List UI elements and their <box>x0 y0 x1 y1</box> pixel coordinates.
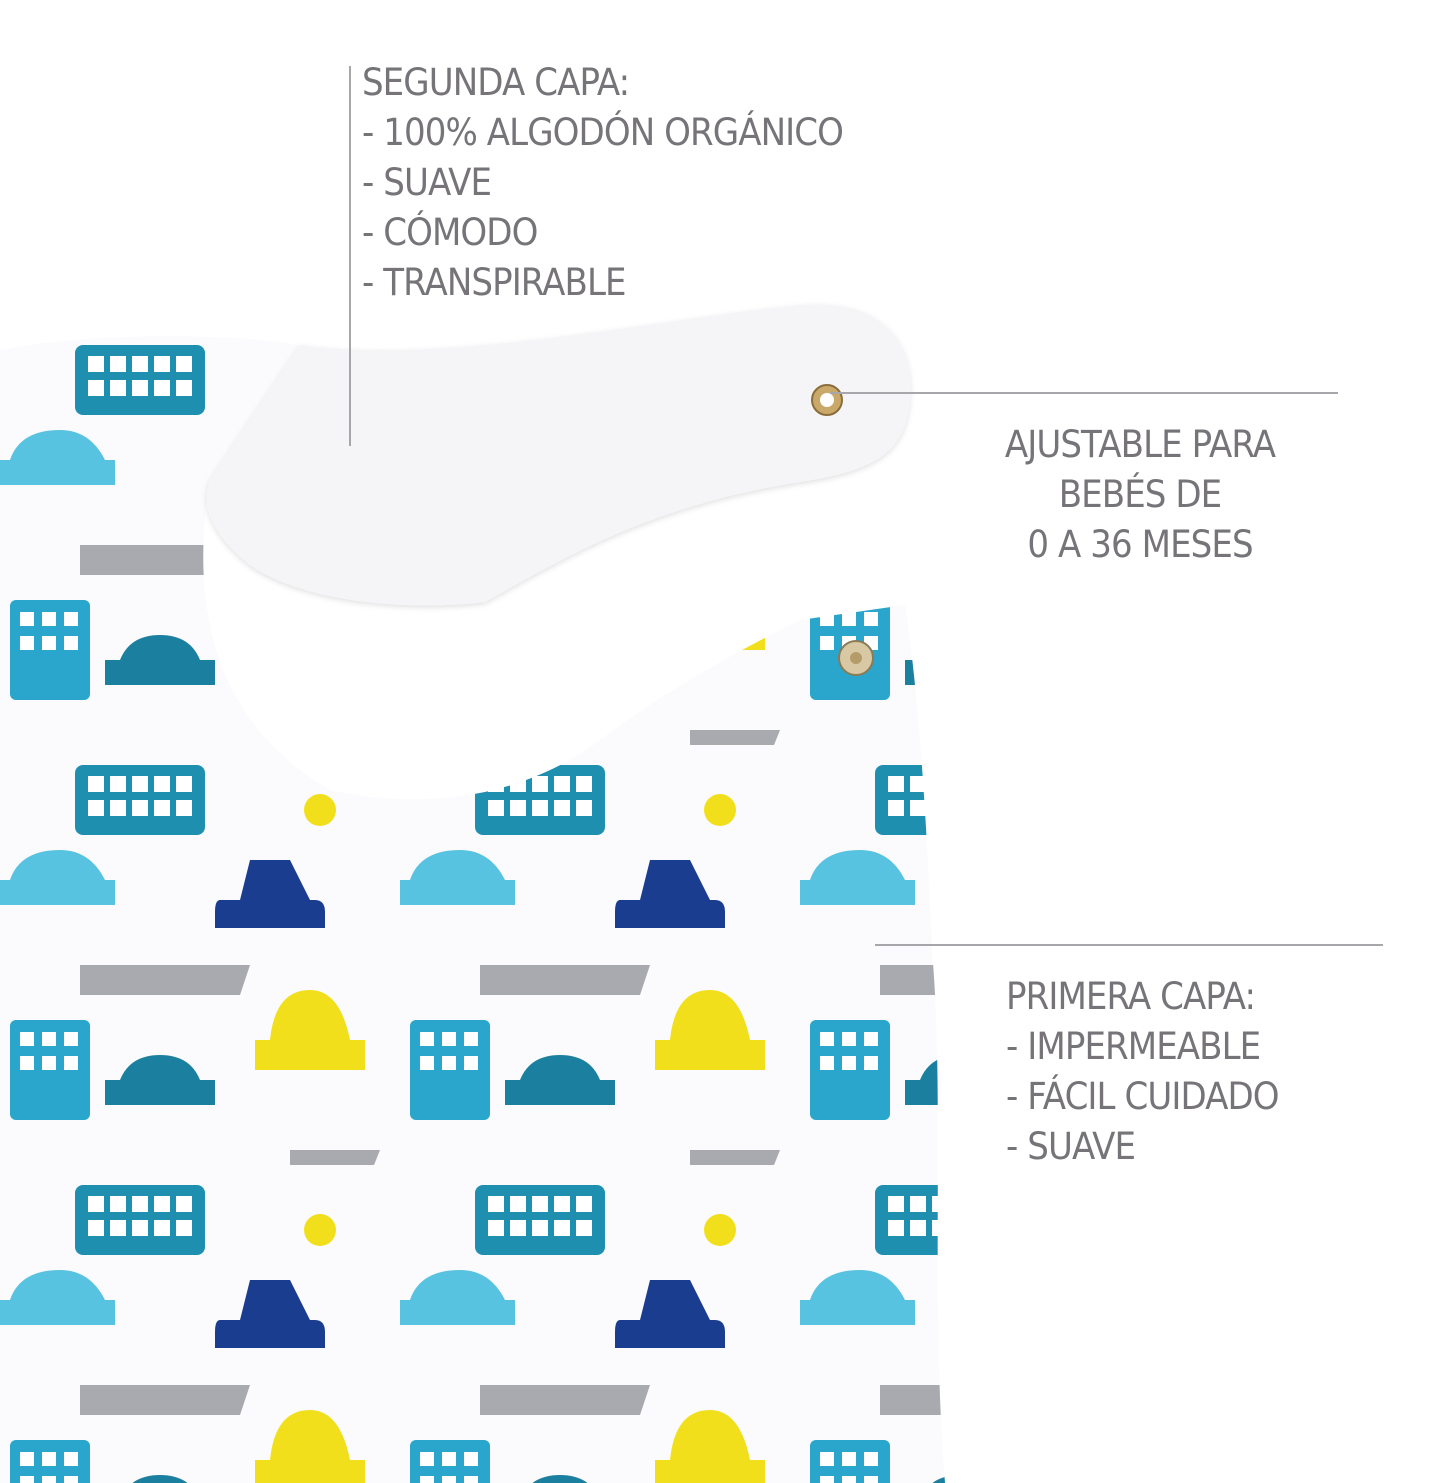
adjustable-line: 0 a 36 meses <box>1027 523 1253 566</box>
first-layer-title: Primera capa: <box>1006 975 1256 1018</box>
second-layer-item: - Cómodo <box>362 211 538 254</box>
pointer-line-first-layer <box>875 944 1383 946</box>
first-layer-item: - Fácil cuidado <box>1006 1075 1280 1118</box>
adjustable-line: bebés de <box>1058 473 1222 516</box>
second-layer-item: - Suave <box>362 161 492 204</box>
second-layer-title: Segunda capa: <box>362 61 630 104</box>
adjustable-note: Ajustable para bebés de 0 a 36 meses <box>956 420 1324 570</box>
first-layer-item: - Suave <box>1006 1125 1136 1168</box>
adjustable-line: Ajustable para <box>1004 423 1276 466</box>
second-layer-item: - 100% algodón orgánico <box>362 111 844 154</box>
bib-strap-back <box>206 304 911 606</box>
pointer-line-adjustable <box>830 392 1338 394</box>
second-layer-item: - Transpirable <box>362 261 627 304</box>
second-layer-note: Segunda capa: - 100% algodón orgánico - … <box>362 58 844 308</box>
first-layer-note: Primera capa: - Impermeable - Fácil cuid… <box>1006 972 1280 1172</box>
first-layer-item: - Impermeable <box>1006 1025 1261 1068</box>
pointer-line-second-layer <box>349 66 351 446</box>
bib-front-body <box>0 336 945 1483</box>
